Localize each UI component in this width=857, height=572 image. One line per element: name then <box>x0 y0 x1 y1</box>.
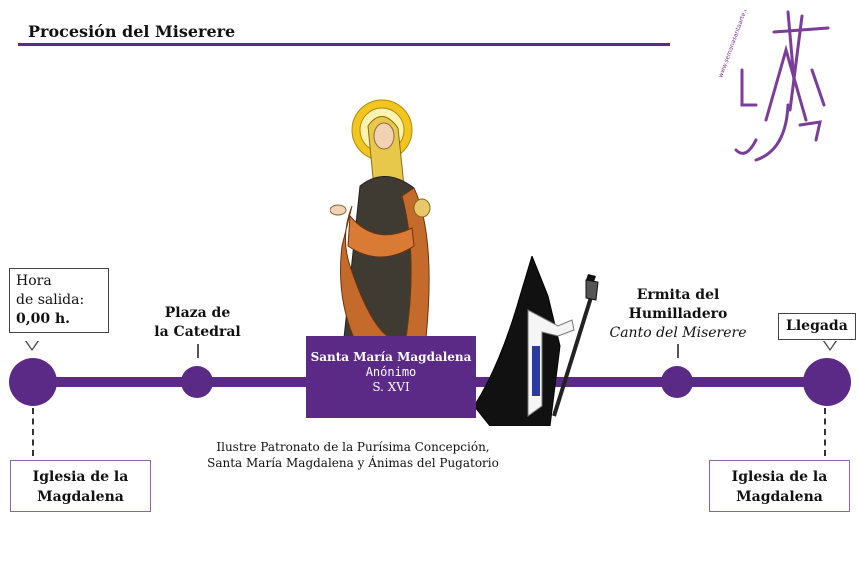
departure-time-callout: Hora de salida: 0,00 h. <box>9 268 109 333</box>
end-dashed-connector <box>824 408 826 456</box>
stop-1-tick <box>197 344 199 358</box>
image-author: Anónimo <box>365 365 417 379</box>
nazareno-penitent-icon <box>470 254 600 427</box>
end-node <box>803 358 851 406</box>
page-title: Procesión del Miserere <box>28 22 236 41</box>
stop-1-line1: Plaza de <box>164 305 231 321</box>
image-name: Santa María Magdalena <box>310 350 472 364</box>
stop-plaza-catedral-label: Plaza de la Catedral <box>140 304 255 342</box>
arrival-callout: Llegada <box>778 313 856 340</box>
end-place-box: Iglesia de la Magdalena <box>709 460 850 512</box>
start-place-line2: Magdalena <box>37 489 124 505</box>
departure-label: Hora <box>16 273 52 289</box>
start-dashed-connector <box>32 408 34 456</box>
stop-2-line2: Humilladero <box>628 306 728 322</box>
stop-ermita-humilladero-label: Ermita del Humilladero Canto del Miserer… <box>596 286 760 343</box>
stop-2-line1: Ermita del <box>636 287 720 303</box>
stop-1-line2: la Catedral <box>154 324 241 340</box>
image-info-box: Santa María Magdalena Anónimo S. XVI <box>306 336 476 418</box>
stop-2-tick <box>677 344 679 358</box>
image-century: S. XVI <box>372 380 410 394</box>
brotherhood-caption: Ilustre Patronato de la Purísima Concepc… <box>188 439 518 471</box>
end-place-line2: Magdalena <box>736 489 823 505</box>
svg-text:www.semanasantaarte.com: www.semanasantaarte.com <box>717 10 752 79</box>
end-place-line1: Iglesia de la <box>731 469 828 485</box>
caption-line2: Santa María Magdalena y Ánimas del Pugat… <box>207 456 499 470</box>
brotherhood-logo-icon: www.semanasantaarte.com <box>716 0 836 170</box>
arrival-callout-pointer-fill <box>824 340 836 349</box>
saint-statue-icon <box>329 96 440 339</box>
start-node <box>9 358 57 406</box>
stop-2-event: Canto del Miserere <box>609 325 747 341</box>
stop-plaza-catedral-node <box>181 366 213 398</box>
departure-time: 0,00 h. <box>16 311 71 327</box>
callout-pointer-fill <box>26 340 38 349</box>
start-place-line1: Iglesia de la <box>32 469 129 485</box>
caption-line1: Ilustre Patronato de la Purísima Concepc… <box>216 440 490 454</box>
departure-label-2: de salida: <box>16 292 85 308</box>
stop-ermita-node <box>661 366 693 398</box>
start-place-box: Iglesia de la Magdalena <box>10 460 151 512</box>
title-divider <box>18 43 670 46</box>
